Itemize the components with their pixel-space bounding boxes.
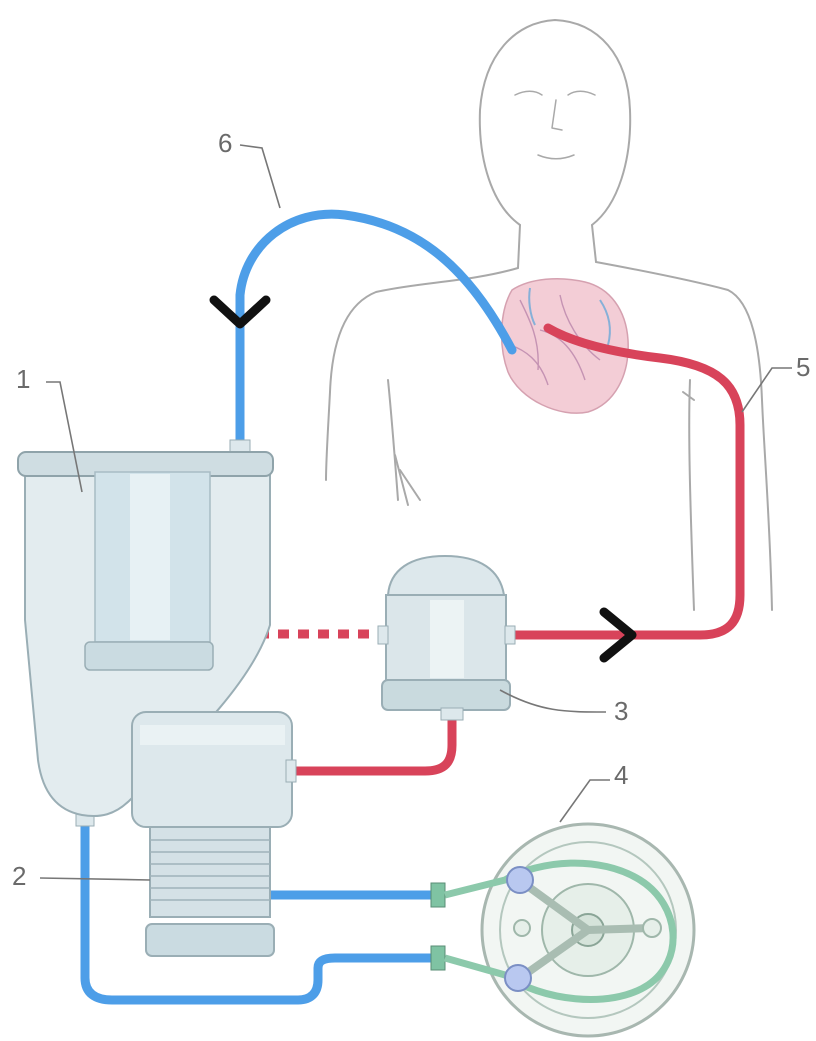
filter-dome [388, 556, 504, 595]
leader-2 [40, 878, 150, 880]
label-reservoir: 1 [16, 364, 30, 394]
filter-stripe [430, 600, 464, 678]
eye-right [568, 91, 595, 95]
label-arterial-line: 5 [796, 352, 810, 382]
pump-roller-bottom [505, 965, 531, 991]
oxygenator-filter-line [292, 718, 452, 771]
connector [431, 946, 445, 970]
filter-outlet [441, 708, 463, 720]
roller-pump [445, 824, 694, 1036]
connector [431, 883, 445, 907]
arm-left-inner [388, 380, 398, 500]
neck-right [592, 225, 596, 262]
shoulder-left [326, 268, 518, 480]
filter-base [382, 680, 510, 710]
leader-6 [240, 145, 280, 208]
leader-5 [742, 368, 792, 412]
label-oxygenator: 2 [12, 861, 26, 891]
pump-bolt [514, 920, 530, 936]
leader-4 [560, 780, 610, 822]
venous-line-6 [240, 214, 512, 450]
label-roller-pump: 4 [614, 760, 628, 790]
pump-roller-top [507, 867, 533, 893]
oxygenator-base [146, 924, 274, 956]
filter-port-left [378, 626, 388, 644]
label-venous-line: 6 [218, 128, 232, 158]
head-outline [480, 20, 630, 225]
arm-right-crease [683, 392, 694, 400]
pump-roller-right [643, 919, 661, 937]
filter-port-right [505, 626, 515, 644]
filter [378, 556, 515, 720]
oxygenator-port [286, 760, 296, 782]
eye-left [515, 91, 542, 95]
neck-left [518, 225, 520, 268]
nose [552, 100, 562, 130]
mouth [538, 155, 574, 159]
reservoir-inner-stripe [130, 474, 170, 640]
oxygenator [132, 712, 296, 956]
reservoir-inner-base [85, 642, 213, 670]
oxygenator-head-band [140, 725, 285, 745]
arm-right-inner [689, 380, 694, 610]
label-filter: 3 [614, 696, 628, 726]
leader-3 [500, 690, 606, 712]
